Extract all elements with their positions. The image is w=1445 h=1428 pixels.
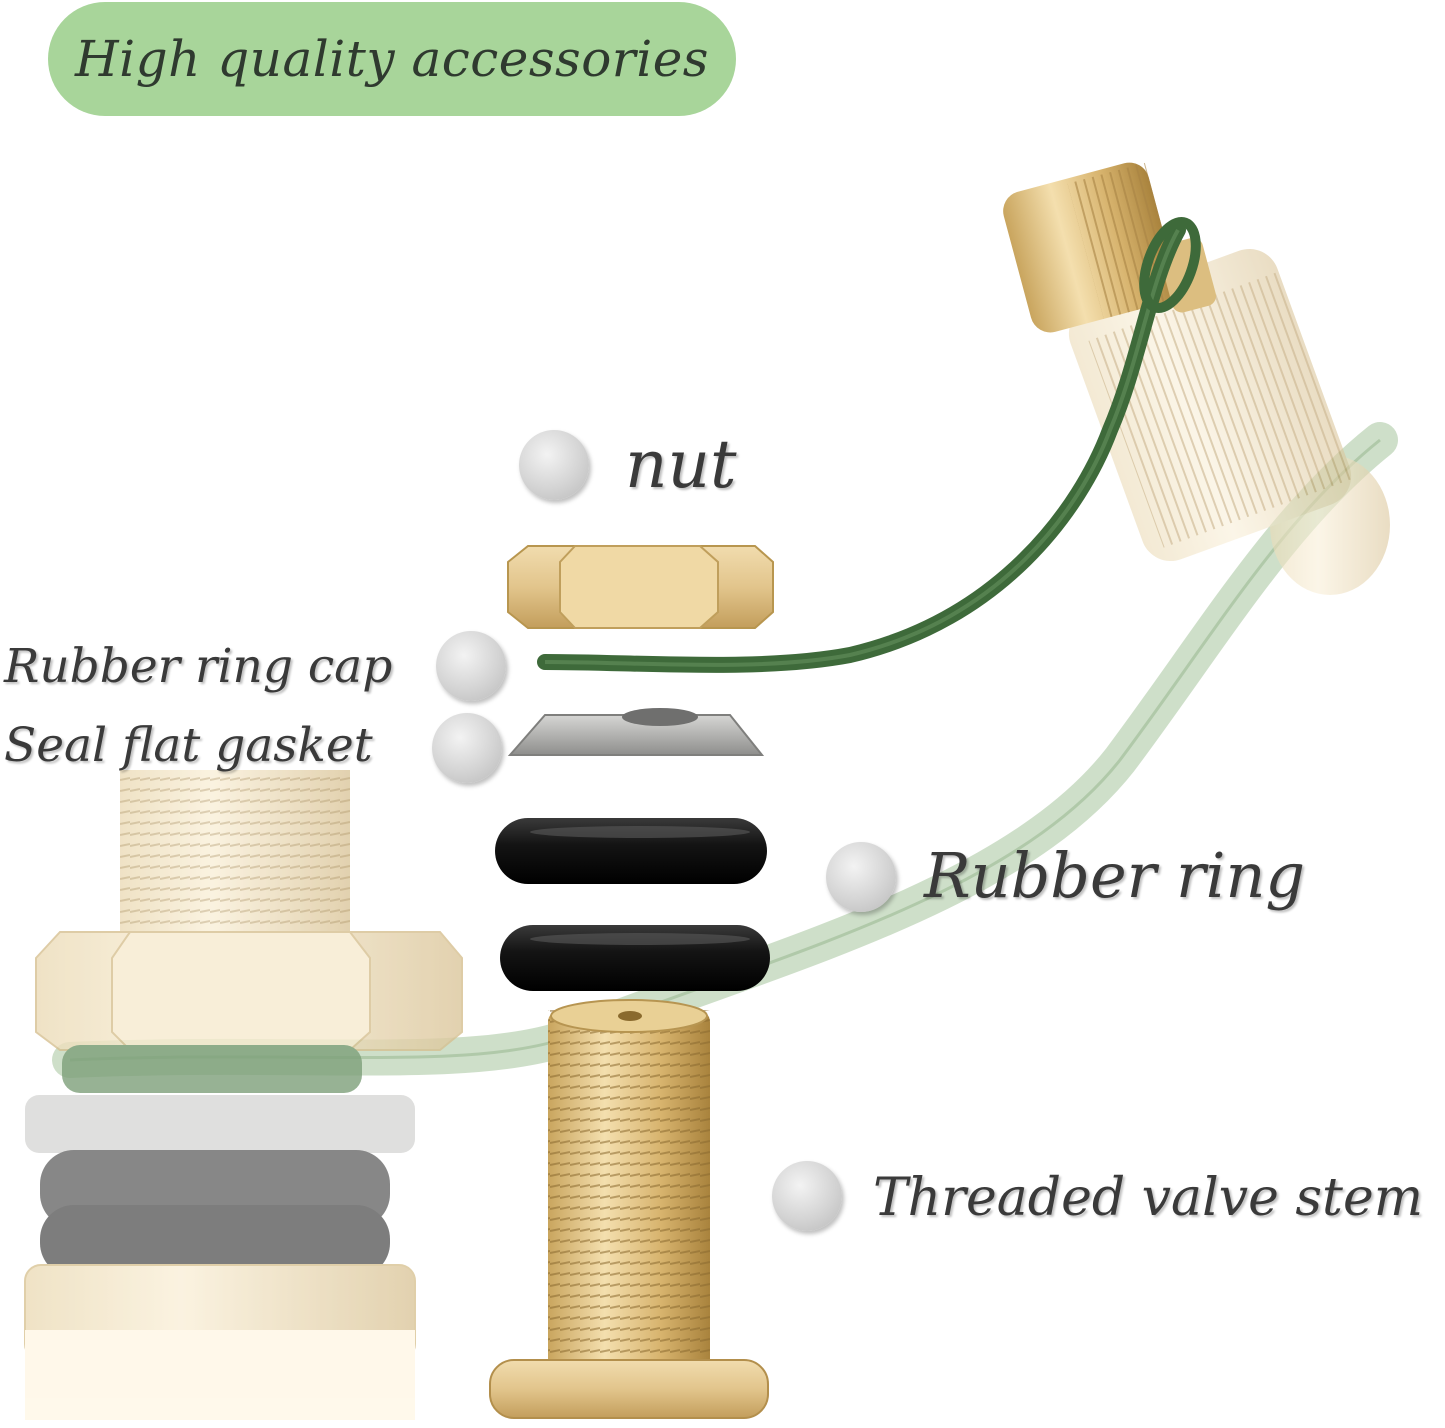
bullet-icon — [519, 430, 589, 500]
label-rubber-ring-cap: Rubber ring cap — [4, 639, 393, 694]
bullet-icon — [826, 842, 896, 912]
title-text: High quality accessories — [75, 30, 709, 88]
bullet-icon — [432, 713, 502, 783]
title-badge: High quality accessories — [48, 2, 736, 116]
bullet-icon — [772, 1161, 842, 1231]
label-seal-flat-gasket: Seal flat gasket — [4, 718, 373, 773]
bullet-icon — [436, 631, 506, 701]
label-nut: nut — [625, 426, 737, 503]
label-rubber-ring: Rubber ring — [924, 839, 1306, 912]
label-threaded-valve-stem: Threaded valve stem — [873, 1168, 1424, 1228]
